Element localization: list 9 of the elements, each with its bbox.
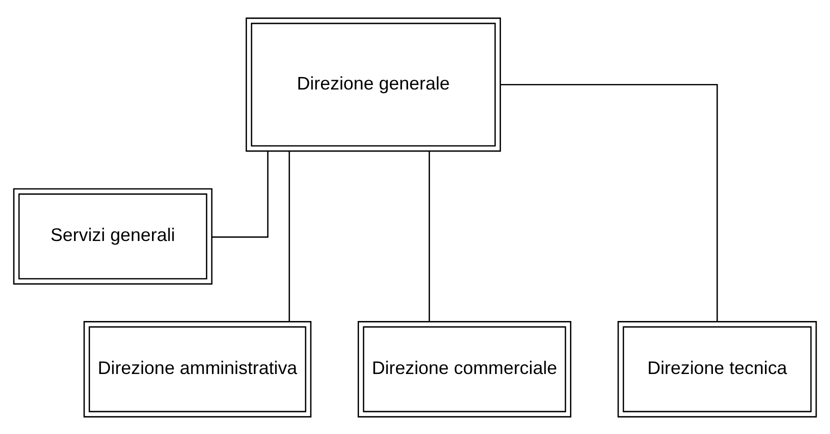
connector [500, 83, 718, 322]
node-box: Servizi generali [13, 188, 212, 284]
connector [428, 150, 430, 322]
node-box: Direzione generale [246, 17, 501, 152]
connector [212, 150, 268, 238]
node-box: Direzione tecnica [618, 320, 817, 417]
node-box: Direzione commerciale [358, 320, 572, 417]
connector [288, 150, 290, 322]
node-box: Direzione amministrativa [84, 320, 312, 417]
